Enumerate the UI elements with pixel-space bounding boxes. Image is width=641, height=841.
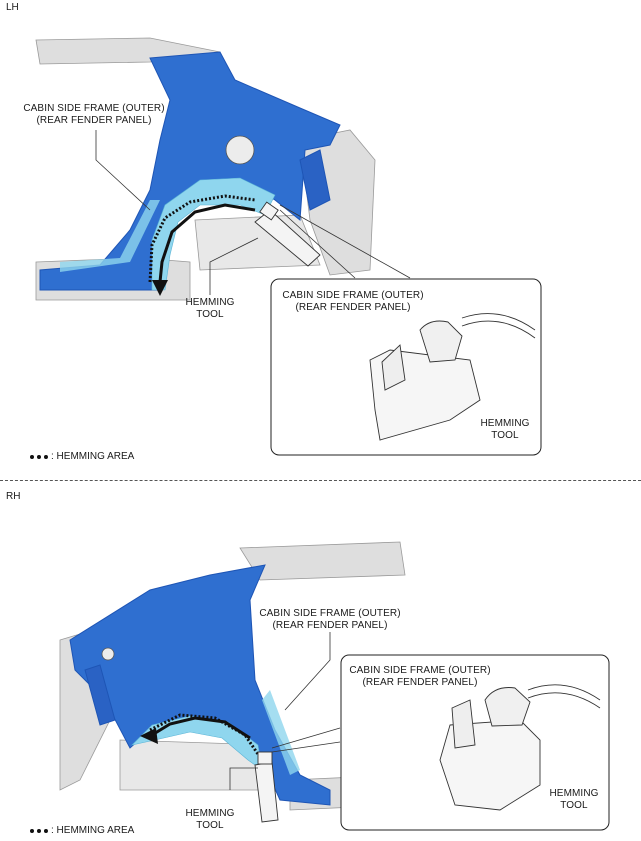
- rh-detail-frame-label: CABIN SIDE FRAME (OUTER) (REAR FENDER PA…: [349, 665, 491, 688]
- lh-legend-text: : HEMMING AREA: [51, 451, 135, 462]
- lh-arrow-head: [152, 280, 168, 296]
- rh-detail-illustration: [439, 684, 601, 811]
- rh-detail-tool-label: HEMMING TOOL: [549, 788, 599, 811]
- lh-detail-frame-label: CABIN SIDE FRAME (OUTER) (REAR FENDER PA…: [282, 290, 424, 313]
- rh-frame-label: CABIN SIDE FRAME (OUTER) (REAR FENDER PA…: [259, 608, 401, 631]
- lh-illustration: [35, 37, 542, 456]
- rh-illustration: [59, 541, 610, 831]
- rh-rear-fender-panel: [69, 564, 331, 806]
- lh-direction-arrow: [158, 203, 256, 283]
- hemming-area-swatch: [30, 828, 48, 833]
- rh-legend: : HEMMING AREA: [30, 825, 134, 836]
- rh-direction-arrow: [151, 716, 251, 740]
- hemming-area-swatch: [30, 454, 48, 459]
- lh-detail-tool-label: HEMMING TOOL: [480, 418, 530, 441]
- section-divider: [0, 480, 641, 481]
- lh-tool-label: HEMMING TOOL: [185, 297, 235, 320]
- rh-tool-label: HEMMING TOOL: [185, 808, 235, 831]
- rh-arrow-head: [140, 728, 158, 744]
- lh-hemming-area-line: [148, 194, 256, 283]
- section-label-lh: LH: [6, 2, 19, 13]
- section-label-rh: RH: [6, 491, 21, 502]
- lh-legend: : HEMMING AREA: [30, 451, 134, 462]
- lh-frame-label: CABIN SIDE FRAME (OUTER) (REAR FENDER PA…: [23, 103, 165, 126]
- rh-legend-text: : HEMMING AREA: [51, 825, 135, 836]
- rh-hemming-tool: [254, 751, 279, 823]
- lh-hemming-tool: [254, 201, 321, 267]
- lh-detail-illustration: [369, 313, 536, 441]
